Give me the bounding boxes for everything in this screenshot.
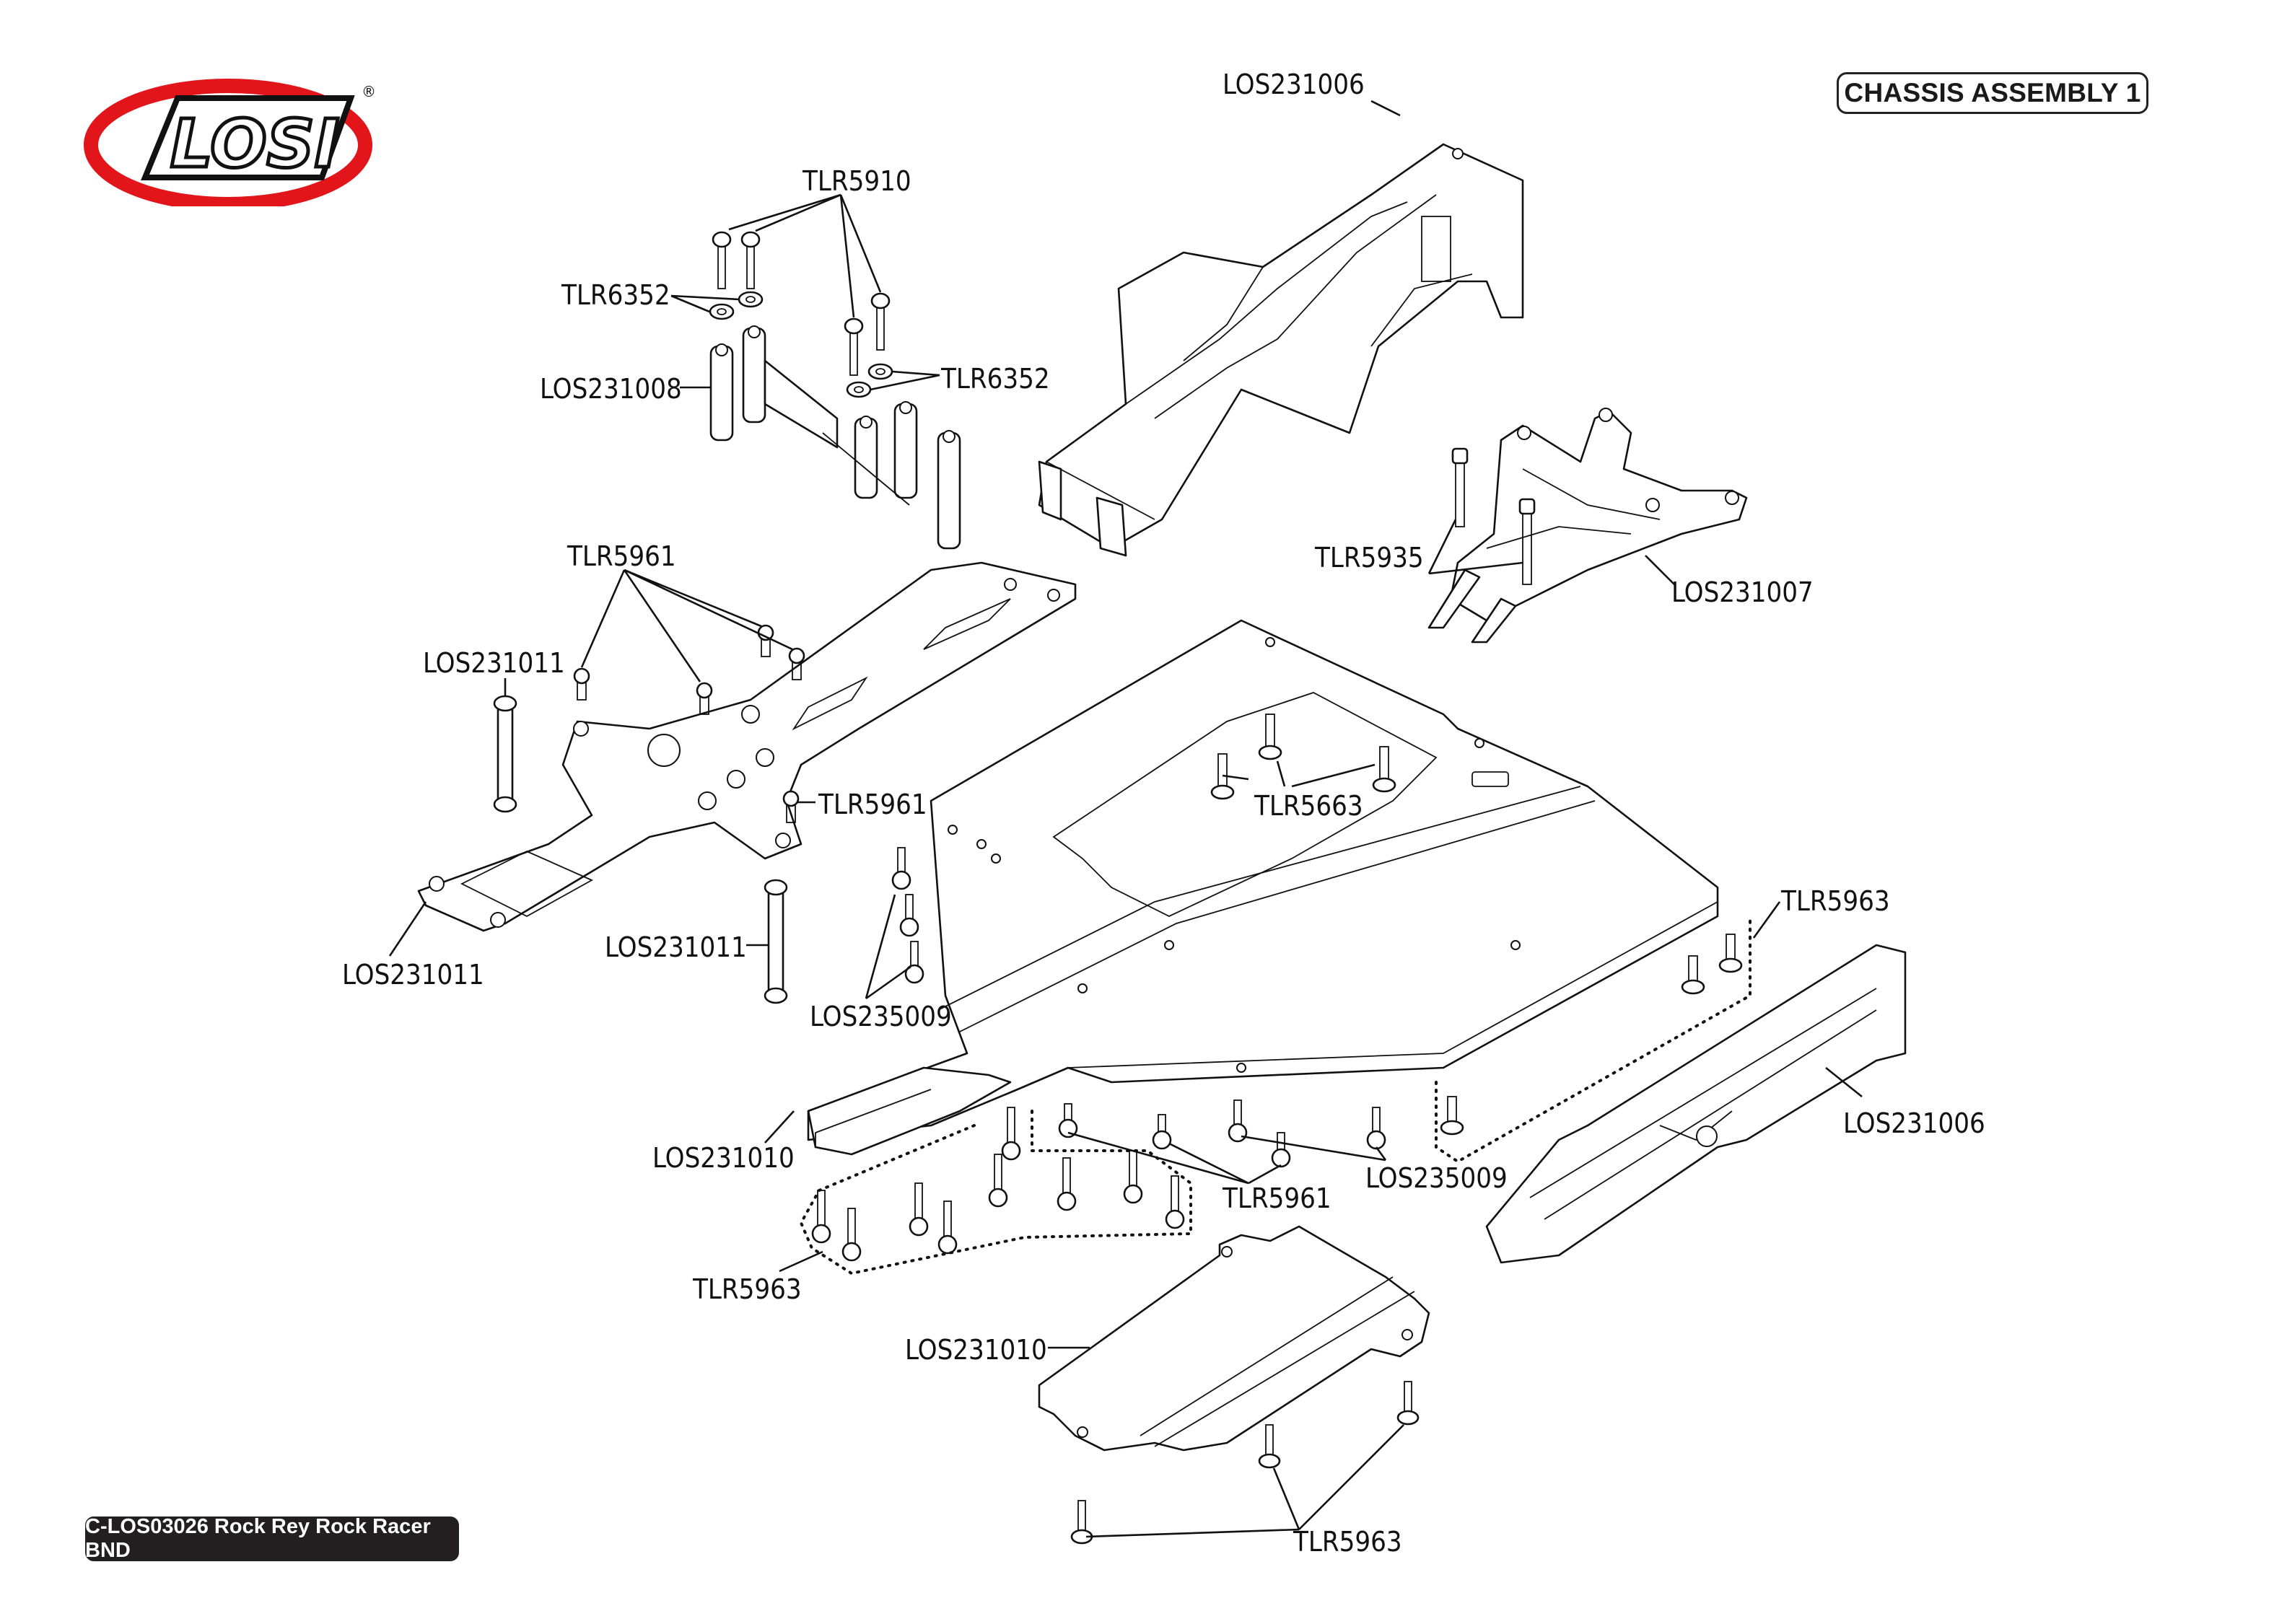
logo-letter-plate	[141, 95, 355, 180]
callout-label: LOS235009	[1365, 1162, 1508, 1194]
screws-tlr5935	[1451, 447, 1536, 585]
callout-label: LOS231006	[1843, 1107, 1985, 1139]
screws-tlr5963-side	[1440, 934, 1743, 1136]
callout-label: TLR5963	[692, 1273, 802, 1305]
screw	[844, 317, 864, 376]
screws-lower-group	[811, 1103, 1291, 1262]
screw	[870, 292, 891, 351]
side-guard-part	[1485, 944, 1907, 1264]
screws-tlr5910	[712, 231, 891, 376]
balls-los235009	[891, 847, 1386, 1150]
callout-labels: LOS231006 TLR5910 TLR6352 LOS231008 TLR6…	[342, 69, 1985, 1558]
logo-swoosh	[84, 79, 372, 206]
callout-label: TLR5961	[1222, 1182, 1331, 1214]
standoffs-los231011	[493, 695, 788, 1004]
callout-label: TLR6352	[940, 363, 1050, 395]
leader-lines	[388, 100, 1863, 1538]
callout-label: TLR5963	[1293, 1526, 1402, 1558]
group-outline-side	[1435, 915, 1752, 1164]
callout-label: LOS231011	[342, 959, 484, 991]
callout-label: LOS231011	[423, 647, 565, 679]
shock-tower-part	[709, 325, 961, 550]
callout-label: LOS235009	[810, 1001, 952, 1032]
rear-mount-part	[1427, 408, 1748, 644]
callout-label: TLR5935	[1314, 542, 1424, 574]
callout-label: LOS231010	[652, 1142, 795, 1174]
callout-label: TLR5961	[567, 540, 676, 572]
callout-label: LOS231006	[1223, 69, 1365, 100]
logo-wordmark: LOSI	[170, 105, 339, 183]
section-title-box: CHASSIS ASSEMBLY 1	[1837, 72, 2148, 114]
group-outline-front	[799, 1110, 1192, 1276]
front-plate-part	[417, 561, 1077, 932]
callout-label: TLR5663	[1254, 790, 1363, 822]
screws-tlr5961-front	[573, 624, 805, 823]
rear-skid-part	[1038, 1225, 1430, 1452]
callout-label: TLR5963	[1780, 885, 1890, 917]
callout-label: LOS231010	[905, 1334, 1047, 1366]
losi-logo: LOSI ®	[84, 79, 376, 206]
front-skid-part	[807, 1066, 1012, 1156]
product-label: C-LOS03026 Rock Rey Rock Racer BND	[85, 1515, 431, 1562]
registered-mark: ®	[362, 83, 376, 100]
washers-tlr6352	[709, 291, 893, 398]
screw	[740, 231, 761, 289]
body-cover-part	[1038, 143, 1524, 557]
product-label-box: C-LOS03026 Rock Rey Rock Racer BND	[85, 1515, 459, 1562]
main-chassis-plate	[807, 619, 1719, 1141]
screws-tlr5963-skid	[1070, 1381, 1420, 1545]
callout-label: LOS231008	[540, 373, 682, 405]
callout-label: TLR5910	[802, 165, 911, 197]
callout-label: LOS231011	[605, 931, 747, 963]
callout-label: LOS231007	[1671, 576, 1814, 608]
page-title: CHASSIS ASSEMBLY 1	[1844, 78, 2141, 107]
screw	[712, 231, 732, 289]
screws-tlr5663	[1210, 714, 1396, 800]
callout-label: TLR5961	[818, 789, 927, 820]
callout-label: TLR6352	[561, 279, 670, 311]
